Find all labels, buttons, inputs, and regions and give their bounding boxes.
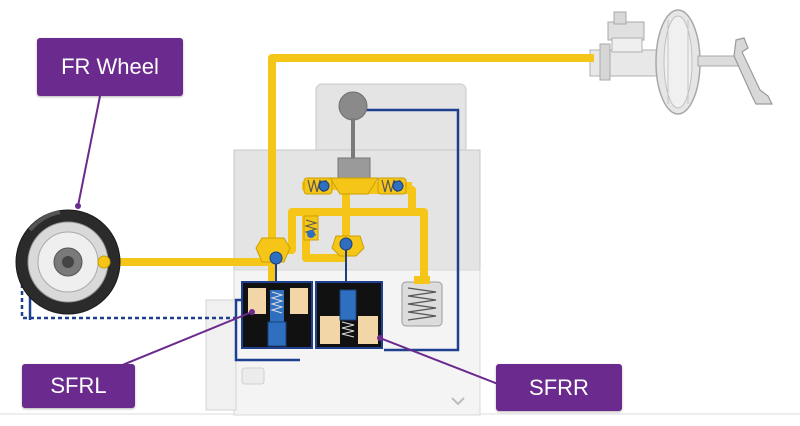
callout-fr-wheel-text: FR Wheel — [61, 54, 159, 79]
wheel-brake-icon — [15, 209, 121, 315]
solenoid-valve-icon — [255, 235, 365, 296]
callout-connectors — [77, 95, 499, 385]
callout-arrowhead-sfrr — [377, 335, 383, 341]
check-valve-springs — [303, 177, 407, 241]
callout-sfrr-text: SFRR — [529, 374, 589, 400]
solenoid-block-sfrl — [241, 281, 313, 349]
callout-arrowhead-sfrl — [249, 309, 255, 315]
callout-sfrl: SFRL — [22, 364, 135, 408]
solenoid-block-sfrr — [315, 281, 383, 349]
callout-sfrr: SFRR — [496, 364, 622, 411]
brake-pedal-icon — [733, 37, 773, 105]
master-cylinder-icon — [589, 9, 743, 115]
callout-sfrl-text: SFRL — [50, 373, 107, 398]
pressure-relief-valve — [329, 91, 379, 195]
callout-arrowhead-fr-wheel — [75, 203, 81, 209]
accumulator-icon — [401, 276, 443, 327]
callout-fr-wheel: FR Wheel — [37, 38, 183, 96]
